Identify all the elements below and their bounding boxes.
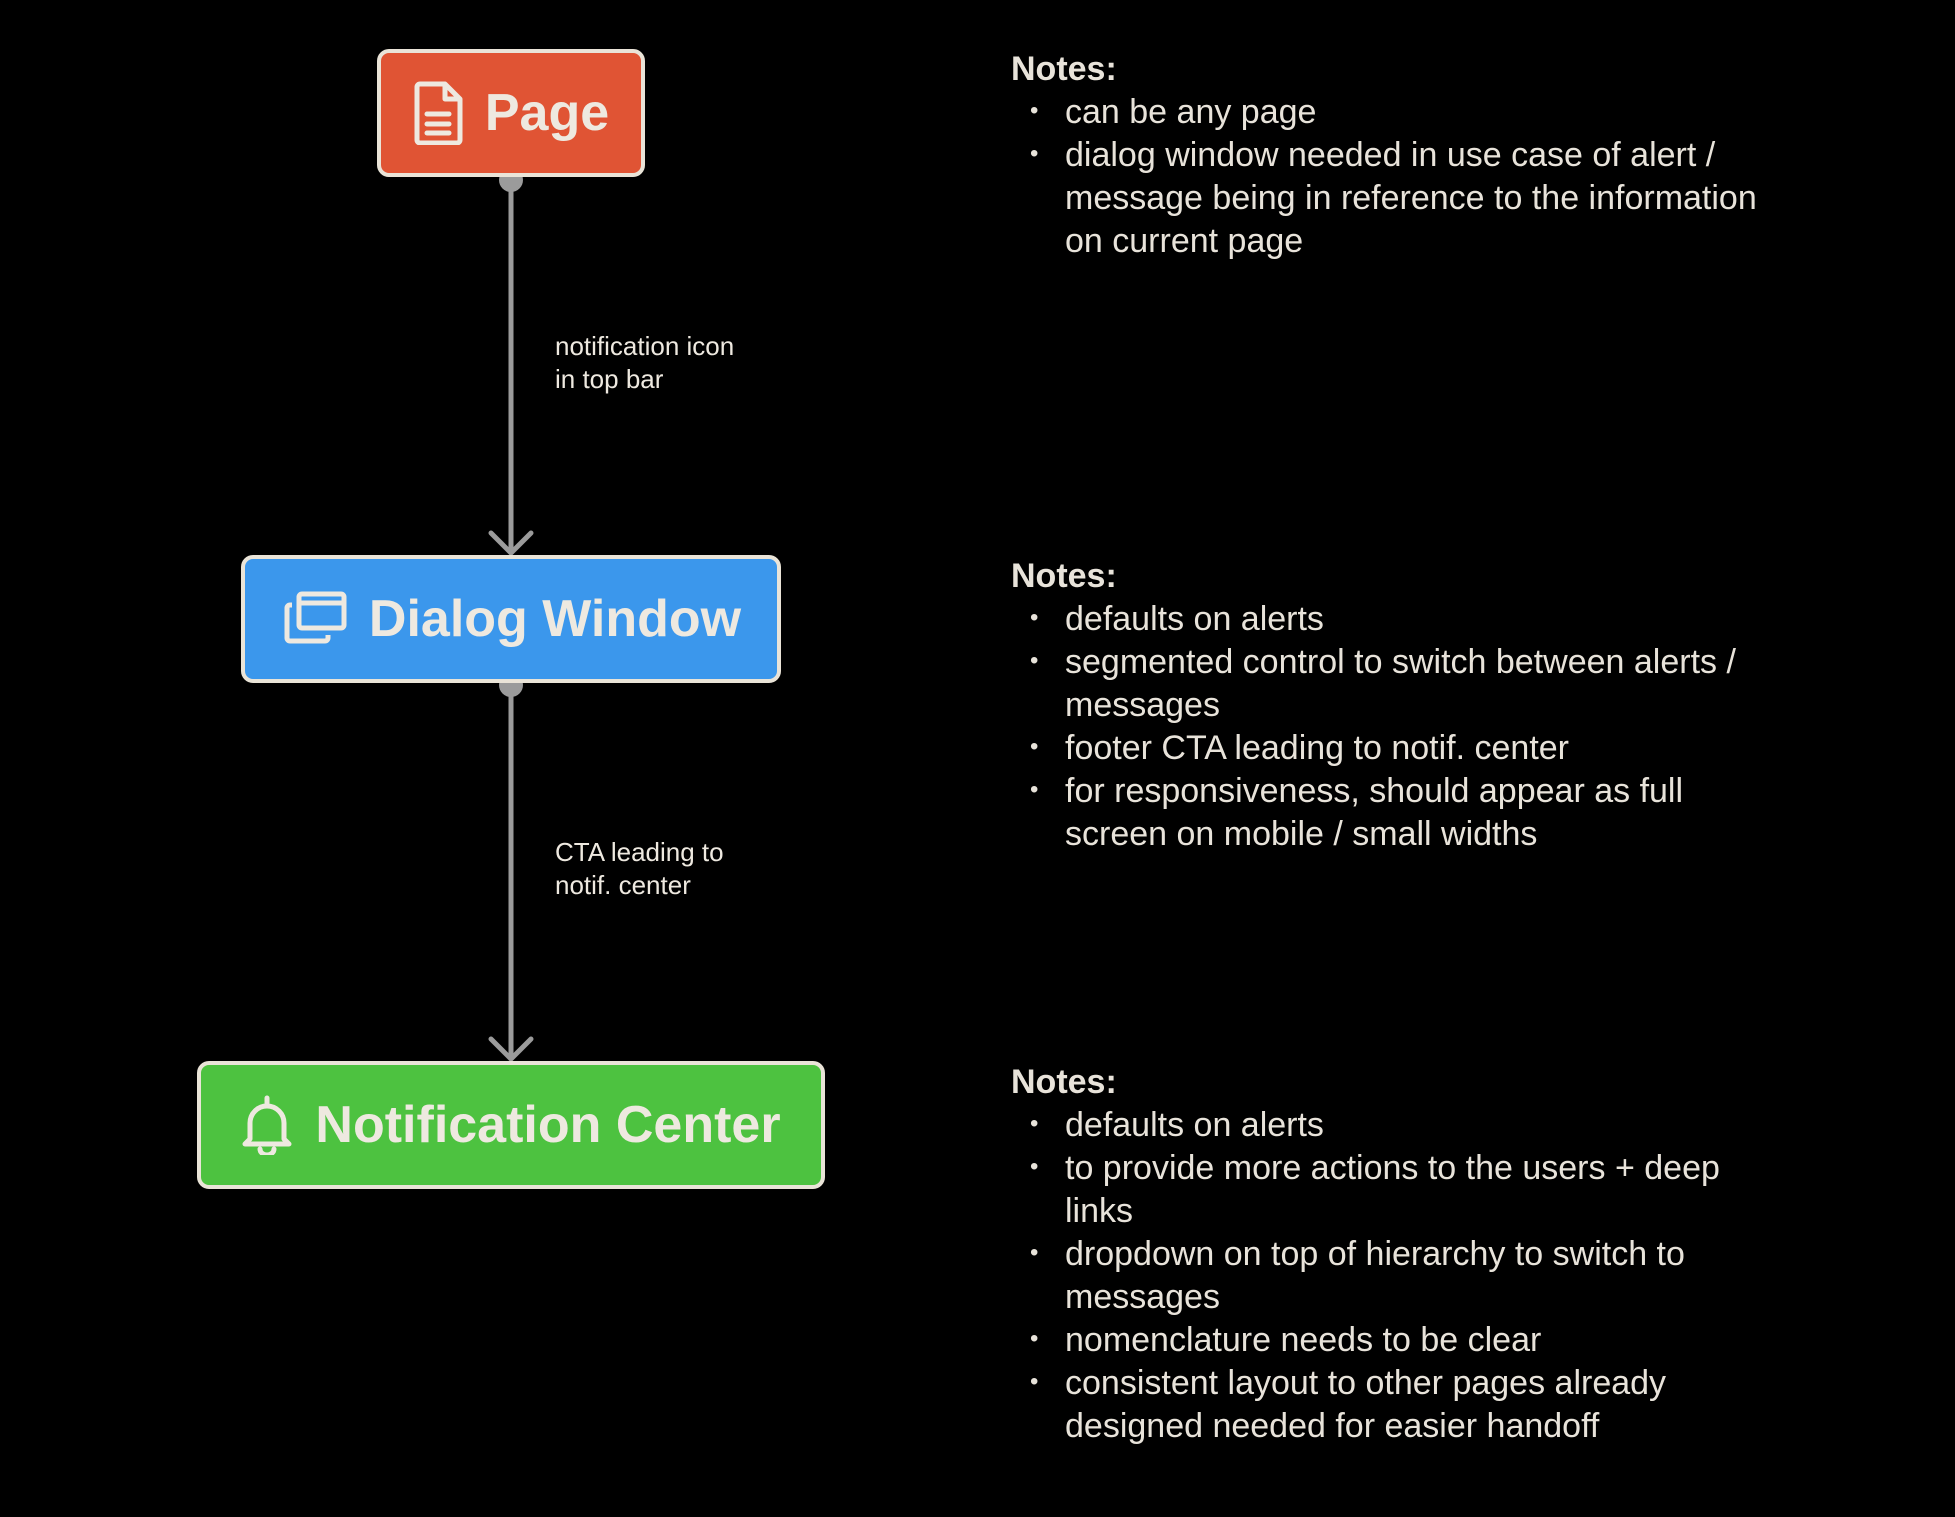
node-label: Notification Center bbox=[315, 1096, 781, 1154]
note-item: for responsiveness, should appear as ful… bbox=[1011, 768, 1765, 856]
note-item: footer CTA leading to notif. center bbox=[1011, 725, 1765, 770]
note-item: dialog window needed in use case of aler… bbox=[1011, 132, 1765, 263]
edge-dialog-to-notif bbox=[488, 673, 534, 1062]
notes-title: Notes: bbox=[1011, 1063, 1117, 1101]
notes-dialog-window: Notes: defaults on alerts segmented cont… bbox=[1011, 555, 1911, 856]
edge-label-line: notification icon bbox=[555, 331, 735, 361]
notes-list: defaults on alerts to provide more actio… bbox=[1011, 1102, 1911, 1448]
notes-page: Notes: can be any page dialog window nee… bbox=[1011, 48, 1911, 263]
notes-notification-center: Notes: defaults on alerts to provide mor… bbox=[1011, 1061, 1911, 1448]
notes-title: Notes: bbox=[1011, 50, 1117, 88]
notification-center-node[interactable]: Notification Center bbox=[197, 1061, 825, 1189]
edge-label-line: in top bar bbox=[555, 364, 664, 394]
dialog-window-node[interactable]: Dialog Window bbox=[241, 555, 781, 683]
document-icon bbox=[413, 81, 463, 145]
node-label: Dialog Window bbox=[368, 590, 742, 648]
edge-label-notification-icon: notification icon in top bar bbox=[555, 330, 734, 396]
windows-icon bbox=[281, 591, 347, 647]
note-item: segmented control to switch between aler… bbox=[1011, 639, 1765, 727]
bell-icon bbox=[241, 1095, 293, 1155]
note-item: to provide more actions to the users + d… bbox=[1011, 1145, 1765, 1233]
notes-title: Notes: bbox=[1011, 557, 1117, 595]
notes-list: can be any page dialog window needed in … bbox=[1011, 89, 1911, 263]
notes-list: defaults on alerts segmented control to … bbox=[1011, 596, 1911, 856]
edge-label-line: notif. center bbox=[555, 870, 691, 900]
edge-page-to-dialog bbox=[488, 168, 534, 556]
note-item: defaults on alerts bbox=[1011, 1102, 1765, 1147]
note-item: nomenclature needs to be clear bbox=[1011, 1317, 1765, 1362]
note-item: dropdown on top of hierarchy to switch t… bbox=[1011, 1231, 1765, 1319]
note-item: defaults on alerts bbox=[1011, 596, 1765, 641]
page-node[interactable]: Page bbox=[377, 49, 645, 177]
edge-label-cta: CTA leading to notif. center bbox=[555, 836, 724, 902]
arrowhead-icon bbox=[488, 1036, 534, 1062]
arrowhead-icon bbox=[488, 530, 534, 556]
edge-label-line: CTA leading to bbox=[555, 837, 724, 867]
note-item: consistent layout to other pages already… bbox=[1011, 1360, 1765, 1448]
note-item: can be any page bbox=[1011, 89, 1765, 134]
node-label: Page bbox=[484, 84, 610, 142]
